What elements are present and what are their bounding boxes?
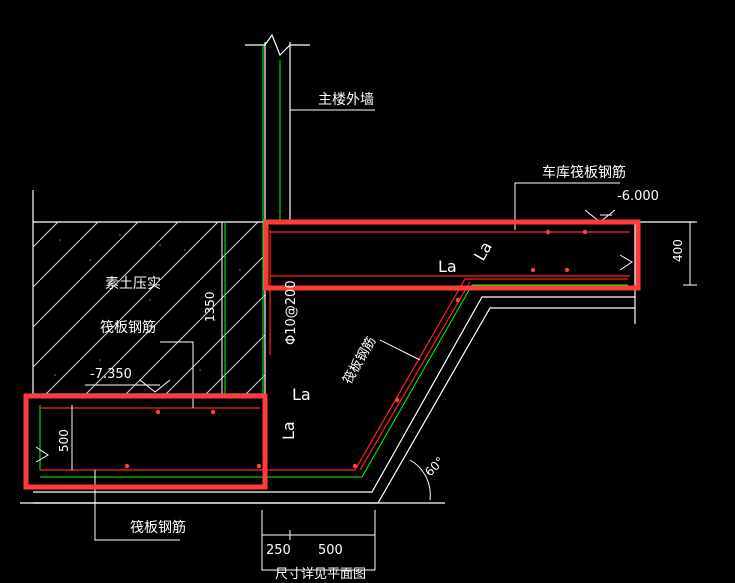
label-angle: 60°: [422, 454, 447, 479]
label-rebar-spec: Φ10@200: [284, 280, 299, 345]
label-main-wall: 主楼外墙: [318, 92, 374, 108]
label-slab-rebar-slope: 筏板钢筋: [340, 334, 380, 387]
dimension-lines: [35, 209, 697, 540]
highlight-box-top[interactable]: [263, 219, 641, 291]
label-la-top-1: La: [438, 257, 457, 276]
highlight-boxes: [23, 219, 641, 490]
label-dim-1350: 1350: [203, 291, 217, 322]
label-compacted-soil: 素土压实: [105, 276, 161, 292]
rebar-lines: [40, 230, 630, 471]
label-slab-rebar-bottom: 筏板钢筋: [130, 519, 186, 536]
highlight-box-bottom[interactable]: [23, 393, 268, 490]
label-slab-rebar-left: 筏板钢筋: [100, 319, 156, 336]
rebar-dots: [124, 229, 588, 469]
label-la-top-2: La: [470, 238, 496, 264]
angle-arc: [409, 459, 431, 501]
label-elev-bottom: -7.350: [90, 367, 132, 382]
label-la-mid-1: La: [292, 385, 311, 404]
label-dim-500-b: 500: [318, 543, 343, 558]
label-la-mid-2: La: [279, 421, 298, 440]
leader-lines: [85, 109, 620, 571]
label-elev-top: -6.000: [617, 189, 659, 204]
label-garage-slab-rebar: 车库筏板钢筋: [542, 164, 626, 181]
label-plan-note: 尺寸详见平面图: [275, 567, 366, 582]
compacted-soil-zone: [33, 222, 265, 394]
label-dim-500: 500: [57, 429, 71, 452]
label-dim-250: 250: [266, 543, 291, 558]
label-dim-400: 400: [671, 239, 685, 262]
